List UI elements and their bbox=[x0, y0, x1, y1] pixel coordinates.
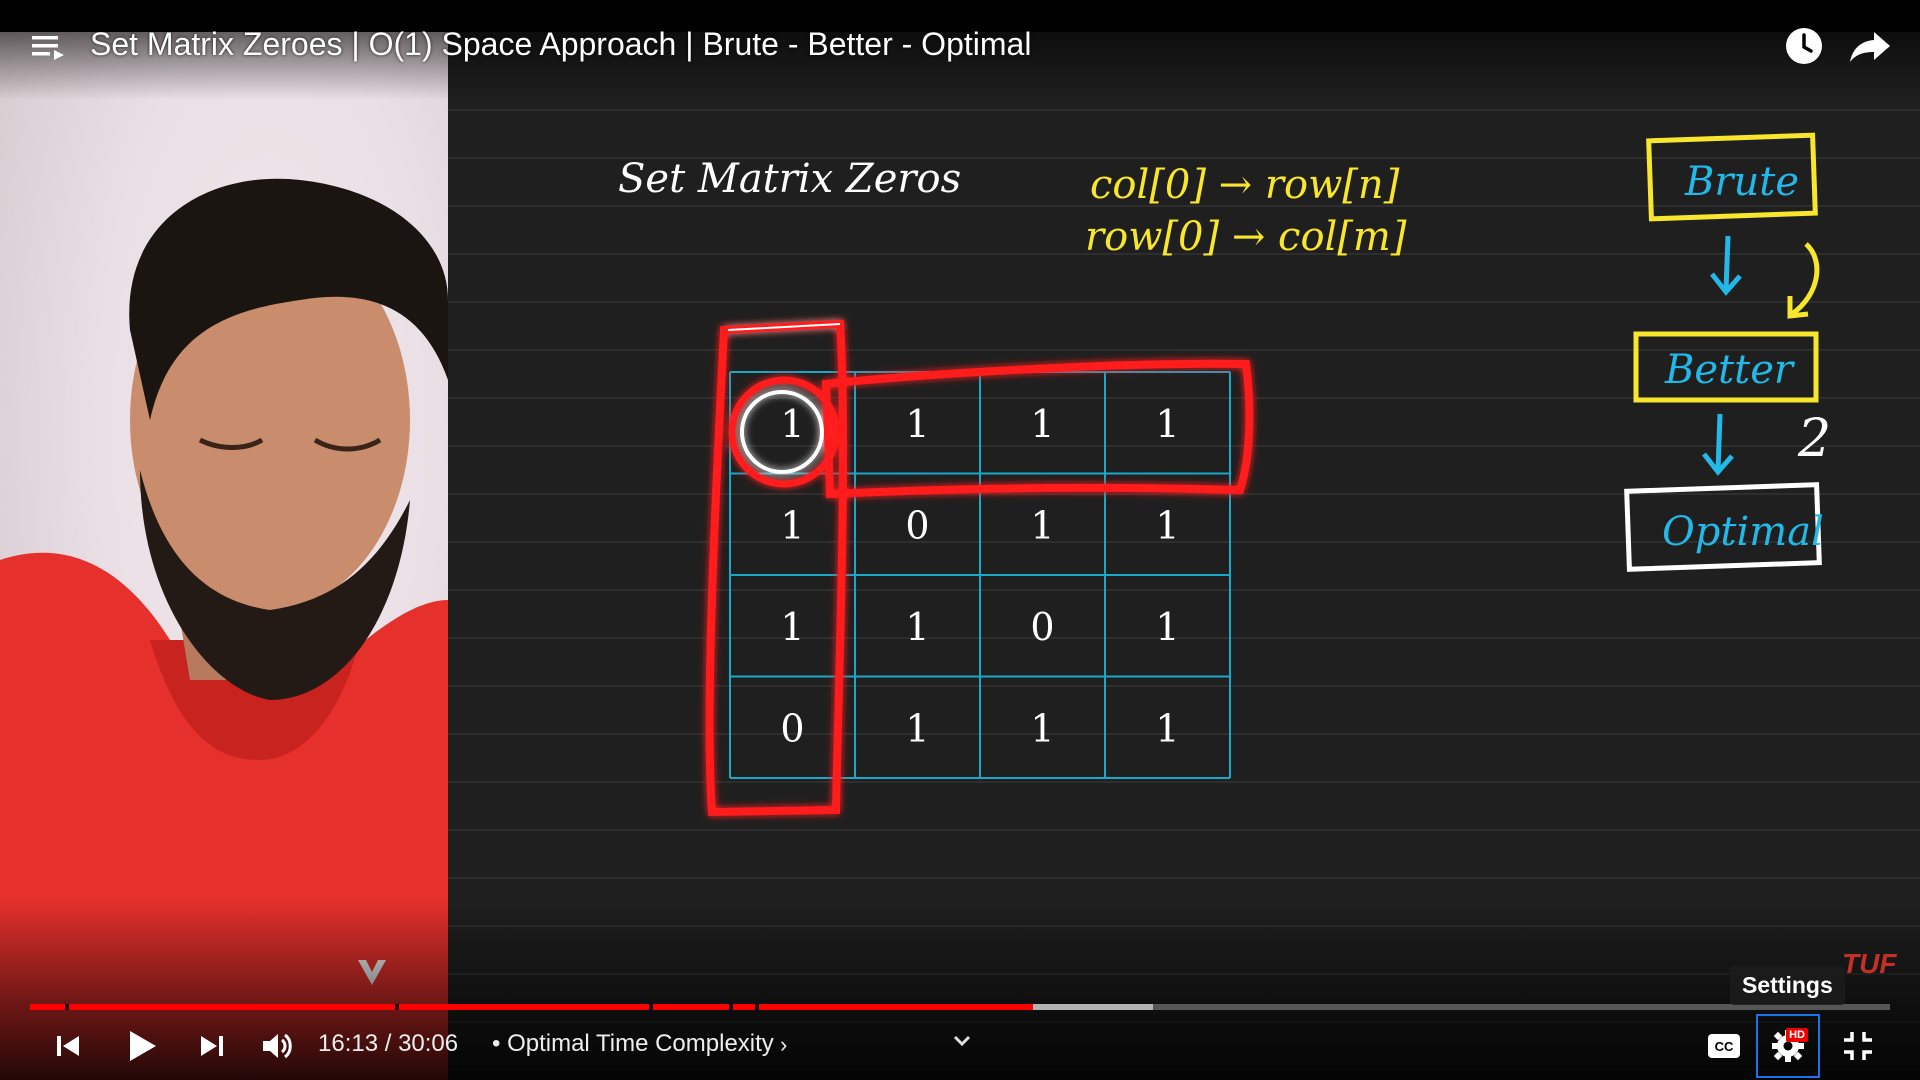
chapter-chevron-icon: › bbox=[780, 1032, 788, 1057]
volume-button[interactable] bbox=[258, 1024, 298, 1068]
expand-description-button[interactable] bbox=[950, 1028, 974, 1052]
video-title[interactable]: Set Matrix Zeroes | O(1) Space Approach … bbox=[90, 26, 1032, 62]
progress-bar[interactable] bbox=[30, 1004, 1890, 1010]
next-button[interactable] bbox=[192, 1024, 232, 1068]
settings-tooltip: Settings bbox=[1730, 966, 1845, 1005]
top-strip bbox=[0, 0, 1920, 32]
channel-watermark: TUF bbox=[1842, 948, 1897, 979]
chapter-marker bbox=[65, 1004, 70, 1010]
share-icon bbox=[1850, 32, 1890, 62]
watch-later-button[interactable] bbox=[1782, 24, 1826, 68]
hd-badge: HD bbox=[1786, 1028, 1808, 1042]
closed-captions-icon: CC bbox=[1708, 1034, 1740, 1058]
skip-previous-icon bbox=[57, 1036, 79, 1056]
chapter-marker bbox=[394, 1004, 399, 1010]
svg-text:CC: CC bbox=[1715, 1039, 1734, 1054]
settings-button[interactable]: HD bbox=[1756, 1014, 1820, 1078]
exit-fullscreen-icon bbox=[1844, 1032, 1872, 1060]
volume-icon bbox=[263, 1033, 292, 1059]
play-icon bbox=[130, 1031, 156, 1061]
progress-played bbox=[30, 1004, 1033, 1010]
chapter-marker bbox=[755, 1004, 760, 1010]
skip-next-icon bbox=[201, 1036, 223, 1056]
chapter-title[interactable]: • Optimal Time Complexity bbox=[492, 1030, 774, 1057]
previous-button[interactable] bbox=[48, 1024, 88, 1068]
playlist-icon bbox=[32, 36, 64, 60]
time-display: 16:13 / 30:06 bbox=[318, 1030, 459, 1057]
controls-gradient bbox=[0, 900, 1920, 1080]
playlist-button[interactable] bbox=[30, 30, 70, 66]
chapter-marker bbox=[729, 1004, 734, 1010]
chapter-marker bbox=[649, 1004, 654, 1010]
clock-icon bbox=[1786, 28, 1822, 64]
exit-fullscreen-button[interactable] bbox=[1838, 1024, 1878, 1068]
captions-button[interactable]: CC bbox=[1702, 1024, 1746, 1068]
chevron-down-icon bbox=[953, 1035, 971, 1047]
share-button[interactable] bbox=[1848, 24, 1892, 68]
play-button[interactable] bbox=[118, 1024, 166, 1068]
